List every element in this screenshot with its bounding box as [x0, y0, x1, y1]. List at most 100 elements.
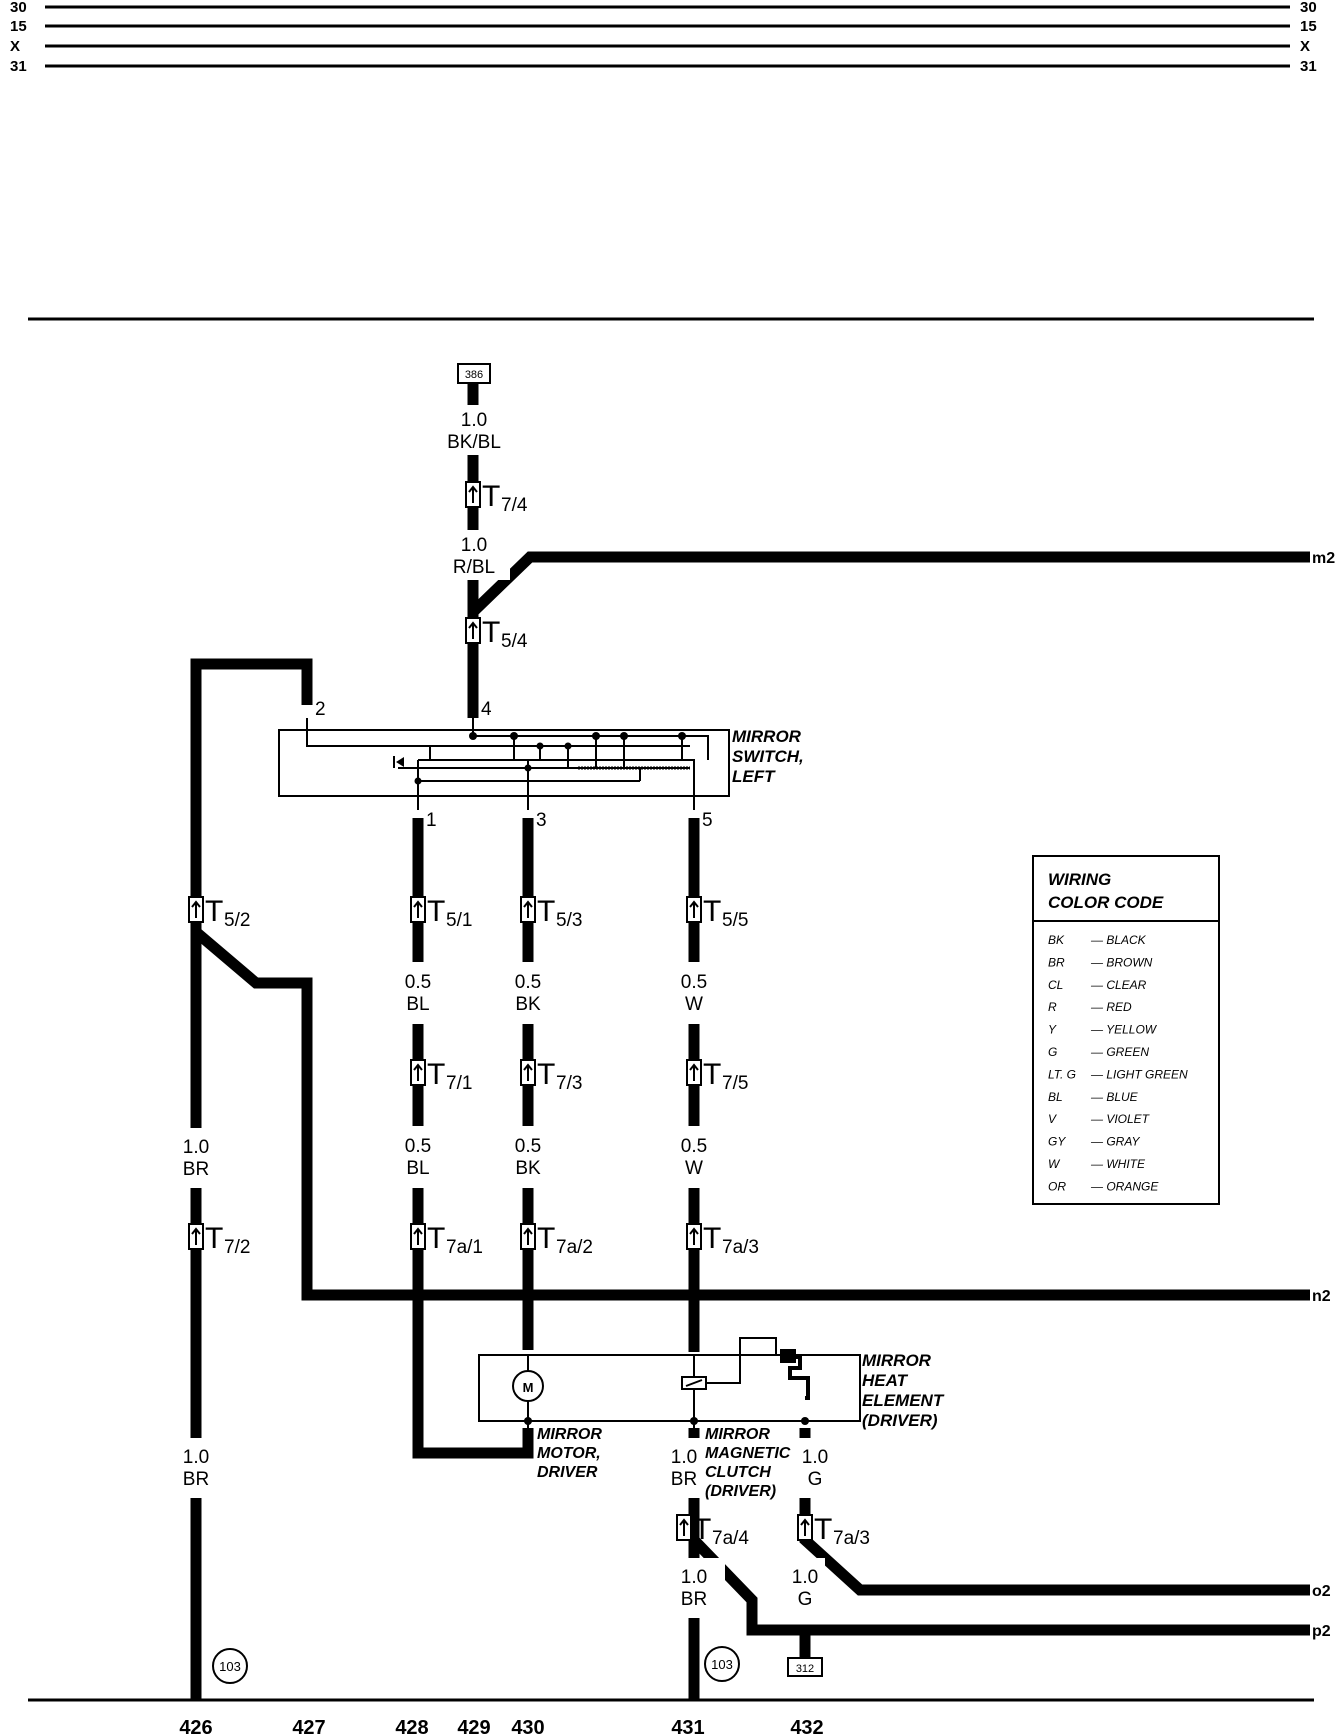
connector-t74-t: T: [482, 480, 500, 513]
legend-code-1: BR: [1048, 955, 1065, 969]
wire-color-top: BK/BL: [447, 432, 501, 453]
clutch-label-1: MIRROR: [705, 1426, 770, 1443]
column-number-430: 430: [511, 1717, 544, 1736]
legend-code-11: OR: [1048, 1179, 1066, 1193]
wire-size-bl-2: 0.5: [405, 1136, 431, 1157]
wire-to-n2: [192, 927, 1310, 1301]
wire-size-br-4: 1.0: [681, 1567, 707, 1588]
connector-t55-id: 5/5: [722, 910, 748, 931]
ref-circle-103-left: [212, 1648, 248, 1684]
heat-label-2: HEAT: [862, 1371, 909, 1390]
connector-t74-id: 7/4: [501, 495, 528, 516]
connector-t7a2-t: T: [537, 1222, 555, 1255]
wire-color-mid: R/BL: [453, 557, 495, 578]
column-number-426: 426: [179, 1717, 212, 1736]
clutch-label-3: CLUTCH: [705, 1464, 771, 1481]
clutch-label-2: MAGNETIC: [705, 1445, 791, 1462]
ref-box-312-label: 312: [796, 1663, 814, 1675]
bus-label-right-x: X: [1300, 38, 1310, 55]
connector-t71-t: T: [427, 1058, 445, 1091]
heat-label-3: ELEMENT: [862, 1391, 945, 1410]
ref-box-386-label: 386: [465, 369, 483, 381]
connector-t7a3b-id: 7a/3: [833, 1528, 870, 1549]
connector-t75-id: 7/5: [722, 1073, 748, 1094]
legend-code-7: BL: [1048, 1090, 1063, 1104]
bus-lines: 30 15 X 31 30 15 X 31: [10, 0, 1317, 75]
wire-color-g-1: G: [808, 1469, 823, 1490]
legend-name-5: — GREEN: [1090, 1045, 1149, 1059]
wire-color-bl-1: BL: [406, 994, 429, 1015]
continuation-m2: m2: [1312, 550, 1335, 567]
connector-t51-t: T: [427, 895, 445, 928]
connector-t71-id: 7/1: [446, 1073, 472, 1094]
mirror-assembly: M MIRROR HEAT ELEMENT (DRIVER) MIRROR MO…: [478, 1337, 945, 1500]
legend-code-10: W: [1048, 1157, 1061, 1171]
wire-color-bk-2: BK: [515, 1158, 541, 1179]
heat-element-icon: [788, 1355, 810, 1400]
ref-box-312: [787, 1657, 823, 1677]
motor-icon: [512, 1370, 544, 1402]
motor-label-3: DRIVER: [537, 1464, 598, 1481]
wire-size-br-2: 1.0: [183, 1447, 209, 1468]
legend-name-9: — GRAY: [1090, 1135, 1140, 1149]
wire-size-bl-1: 0.5: [405, 972, 431, 993]
wire-size-w-2: 0.5: [681, 1136, 707, 1157]
label-gaps: [170, 405, 825, 1618]
column-number-427: 427: [292, 1717, 325, 1736]
pin-3: 3: [536, 810, 547, 831]
wire-color-bl-2: BL: [406, 1158, 429, 1179]
wire-to-m2: [469, 551, 1310, 616]
wire-size-mid: 1.0: [461, 535, 487, 556]
column-number-431: 431: [671, 1717, 704, 1736]
connector-t73-t: T: [537, 1058, 555, 1091]
wire-color-g-2: G: [798, 1589, 813, 1610]
legend-name-6: — LIGHT GREEN: [1090, 1067, 1188, 1081]
connector-t52-t: T: [205, 895, 223, 928]
legend-name-7: — BLUE: [1090, 1090, 1139, 1104]
pin-5: 5: [702, 810, 713, 831]
legend-name-4: — YELLOW: [1090, 1023, 1158, 1037]
connector-t7a1-t: T: [427, 1222, 445, 1255]
connector-t7a3b-t: T: [814, 1513, 832, 1546]
connector-t75-t: T: [703, 1058, 721, 1091]
mirror-switch-label-2: SWITCH,: [732, 747, 804, 766]
connector-t7a1-id: 7a/1: [446, 1237, 483, 1258]
connector-t7a3-t: T: [703, 1222, 721, 1255]
bus-label-left-31: 31: [10, 58, 27, 75]
wire-size-bk-1: 0.5: [515, 972, 541, 993]
connector-t54-id: 5/4: [501, 631, 528, 652]
wire-color-br-2: BR: [183, 1469, 209, 1490]
legend-code-9: GY: [1048, 1135, 1066, 1149]
connector-t72-t: T: [205, 1222, 223, 1255]
continuation-p2: p2: [1312, 1623, 1331, 1640]
ref-circle-103-right-label: 103: [711, 1657, 733, 1672]
legend-code-6: LT. G: [1048, 1067, 1076, 1081]
mirror-switch: 2 4 1 3 5 MIRROR SWITCH, LEFT: [278, 699, 804, 831]
column-number-428: 428: [395, 1717, 428, 1736]
continuation-n2: n2: [1312, 1288, 1331, 1305]
wire-size-g-1: 1.0: [802, 1447, 828, 1468]
heat-label-1: MIRROR: [862, 1351, 932, 1370]
legend-name-3: — RED: [1090, 1000, 1132, 1014]
legend-code-3: R: [1048, 1000, 1057, 1014]
bus-label-right-15: 15: [1300, 18, 1317, 35]
ref-circle-103-left-label: 103: [219, 1659, 241, 1674]
connector-t54-t: T: [482, 616, 500, 649]
motor-label-1: MIRROR: [537, 1426, 602, 1443]
connector-t51-id: 5/1: [446, 910, 472, 931]
connector-t7a4-t: T: [693, 1513, 711, 1546]
connector-t7a3-id: 7a/3: [722, 1237, 759, 1258]
wire-size-br-1: 1.0: [183, 1137, 209, 1158]
legend-name-2: — CLEAR: [1090, 978, 1147, 992]
connector-t7a2-id: 7a/2: [556, 1237, 593, 1258]
pin-1: 1: [426, 810, 437, 831]
column-number-432: 432: [790, 1717, 823, 1736]
